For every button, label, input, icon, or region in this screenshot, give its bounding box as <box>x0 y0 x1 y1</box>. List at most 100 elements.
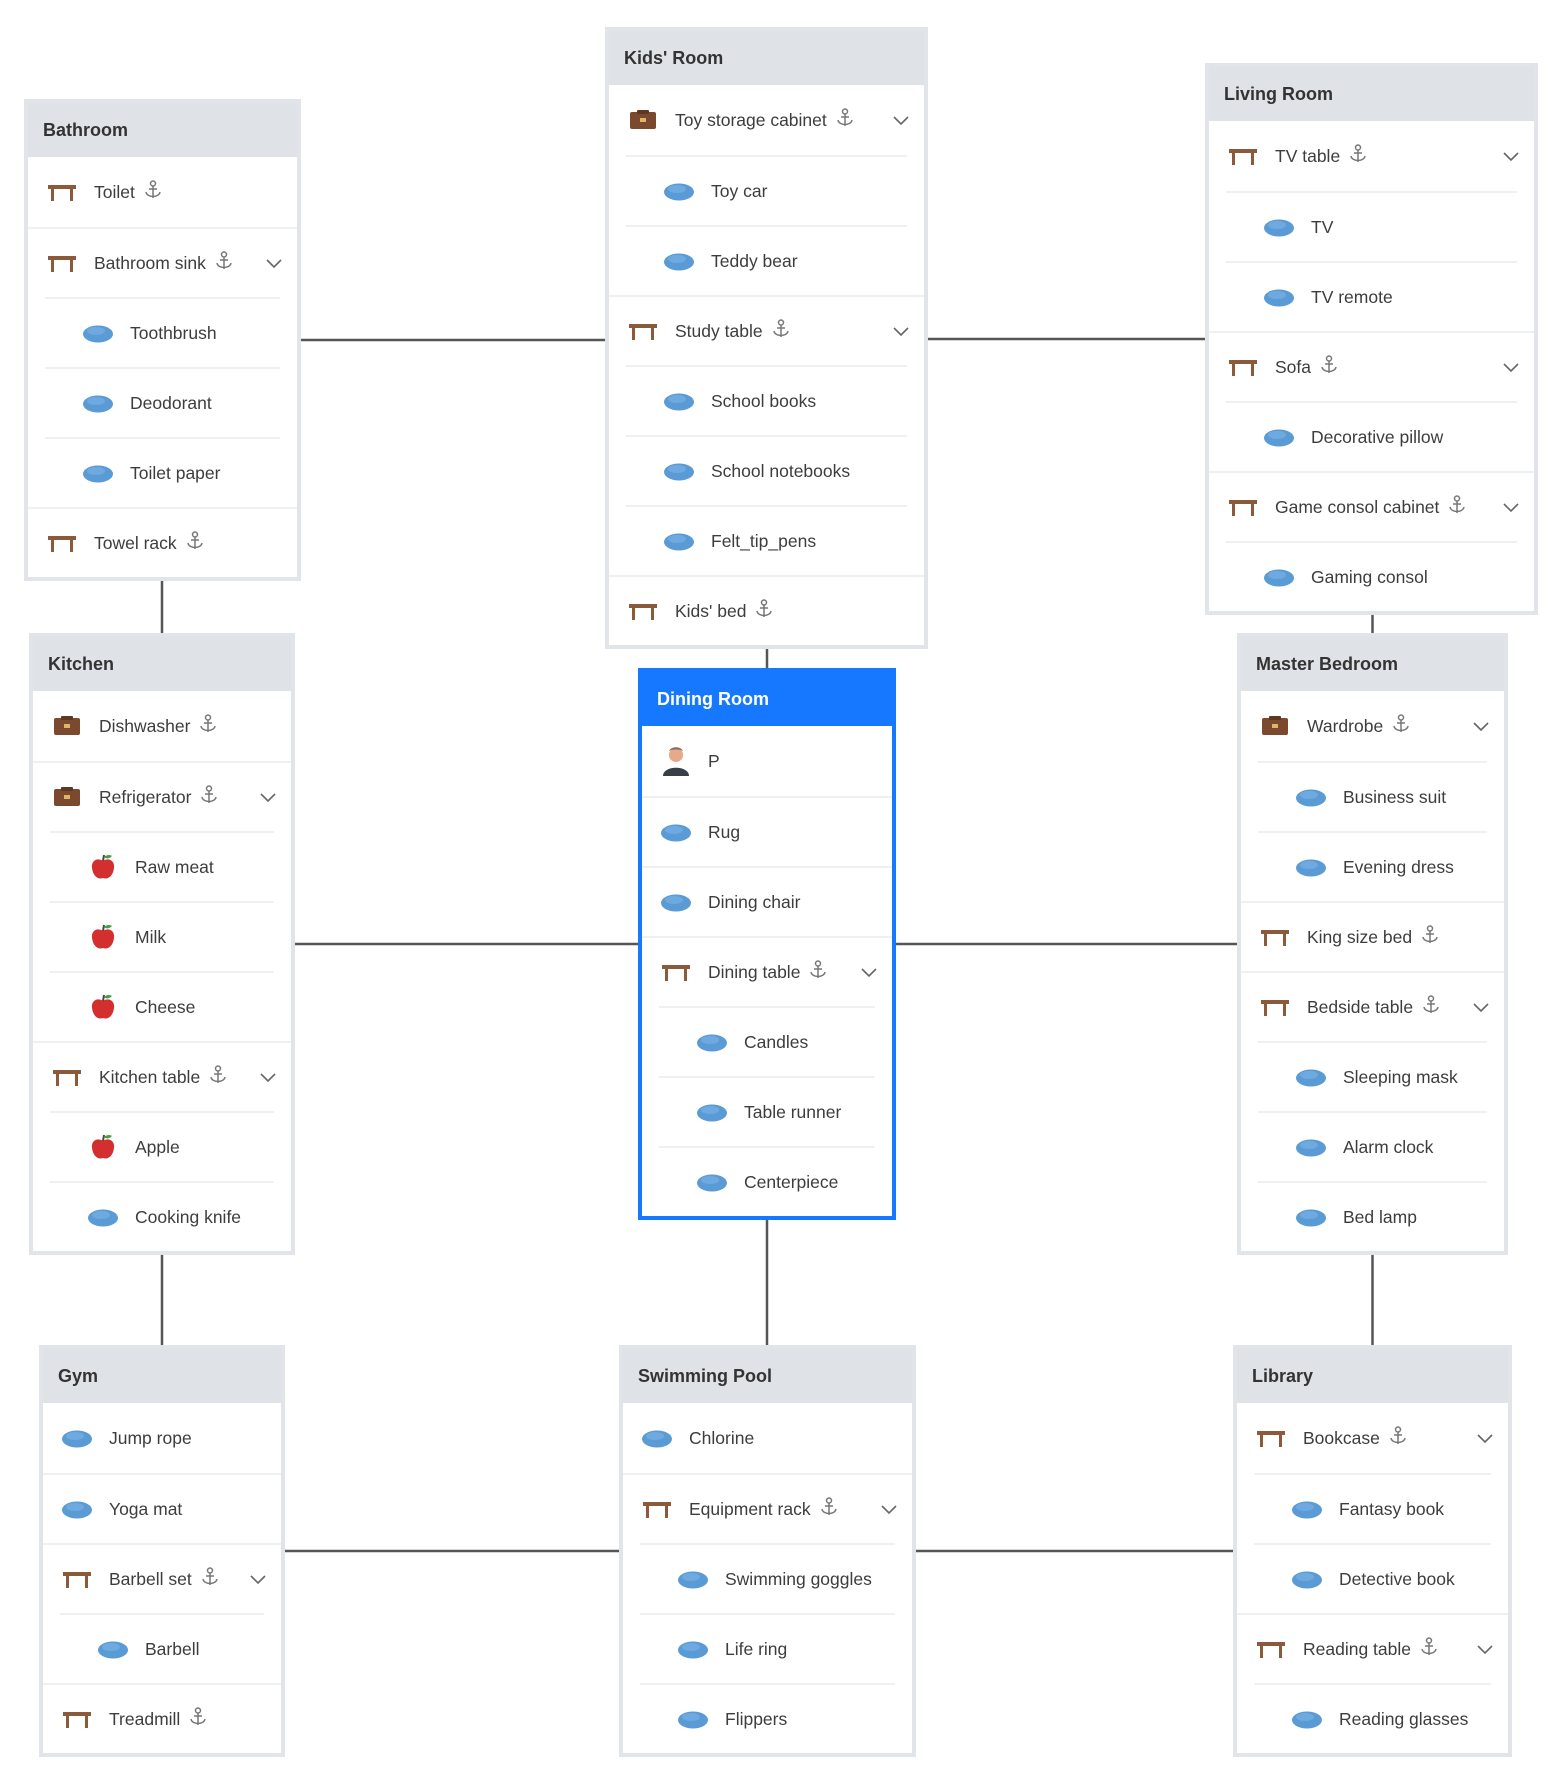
chevron-down-icon[interactable] <box>1472 997 1490 1018</box>
child-item-milk[interactable]: Milk <box>50 901 274 971</box>
item-rug[interactable]: Rug <box>642 796 892 866</box>
item-game-consol-cabinet[interactable]: Game consol cabinet <box>1209 471 1534 541</box>
child-item-apple[interactable]: Apple <box>50 1111 274 1181</box>
anchor-icon[interactable] <box>215 250 233 276</box>
anchor-icon[interactable] <box>1320 354 1338 380</box>
chevron-down-icon[interactable] <box>1502 146 1520 167</box>
item-tv-table[interactable]: TV table <box>1209 121 1534 191</box>
chevron-down-icon[interactable] <box>1476 1428 1494 1449</box>
anchor-icon[interactable] <box>1448 494 1466 520</box>
room-header[interactable]: Bathroom <box>28 103 297 157</box>
child-item-flippers[interactable]: Flippers <box>640 1683 895 1753</box>
item-bookcase[interactable]: Bookcase <box>1237 1403 1508 1473</box>
item-wardrobe[interactable]: Wardrobe <box>1241 691 1504 761</box>
chevron-down-icon[interactable] <box>1472 716 1490 737</box>
item-equipment-rack[interactable]: Equipment rack <box>623 1473 912 1543</box>
anchor-icon[interactable] <box>1422 994 1440 1020</box>
anchor-icon[interactable] <box>209 1064 227 1090</box>
room-header[interactable]: Kids' Room <box>609 31 924 85</box>
child-item-alarm-clock[interactable]: Alarm clock <box>1258 1111 1487 1181</box>
child-item-toothbrush[interactable]: Toothbrush <box>45 297 280 367</box>
item-refrigerator[interactable]: Refrigerator <box>33 761 291 831</box>
item-bedside-table[interactable]: Bedside table <box>1241 971 1504 1041</box>
item-sofa[interactable]: Sofa <box>1209 331 1534 401</box>
chevron-down-icon[interactable] <box>860 962 878 983</box>
anchor-icon[interactable] <box>201 1566 219 1592</box>
child-item-reading-glasses[interactable]: Reading glasses <box>1254 1683 1491 1753</box>
child-item-bed-lamp[interactable]: Bed lamp <box>1258 1181 1487 1251</box>
item-dining-table[interactable]: Dining table <box>642 936 892 1006</box>
item-jump-rope[interactable]: Jump rope <box>43 1403 281 1473</box>
child-item-candles[interactable]: Candles <box>659 1006 875 1076</box>
child-item-business-suit[interactable]: Business suit <box>1258 761 1487 831</box>
child-item-tv-remote[interactable]: TV remote <box>1226 261 1517 331</box>
item-kids-bed[interactable]: Kids' bed <box>609 575 924 645</box>
child-item-evening-dress[interactable]: Evening dress <box>1258 831 1487 901</box>
item-p[interactable]: P <box>642 726 892 796</box>
child-item-life-ring[interactable]: Life ring <box>640 1613 895 1683</box>
chevron-down-icon[interactable] <box>249 1569 267 1590</box>
child-item-gaming-consol[interactable]: Gaming consol <box>1226 541 1517 611</box>
room-header[interactable]: Library <box>1237 1349 1508 1403</box>
room-header[interactable]: Kitchen <box>33 637 291 691</box>
child-item-cooking-knife[interactable]: Cooking knife <box>50 1181 274 1251</box>
anchor-icon[interactable] <box>1420 1636 1438 1662</box>
anchor-icon[interactable] <box>836 107 854 133</box>
anchor-icon[interactable] <box>820 1496 838 1522</box>
chevron-down-icon[interactable] <box>892 321 910 342</box>
chevron-down-icon[interactable] <box>1502 357 1520 378</box>
room-header[interactable]: Living Room <box>1209 67 1534 121</box>
item-barbell-set[interactable]: Barbell set <box>43 1543 281 1613</box>
room-header[interactable]: Master Bedroom <box>1241 637 1504 691</box>
child-item-school-notebooks[interactable]: School notebooks <box>626 435 907 505</box>
chevron-down-icon[interactable] <box>1502 497 1520 518</box>
item-dining-chair[interactable]: Dining chair <box>642 866 892 936</box>
item-chlorine[interactable]: Chlorine <box>623 1403 912 1473</box>
item-treadmill[interactable]: Treadmill <box>43 1683 281 1753</box>
anchor-icon[interactable] <box>199 713 217 739</box>
anchor-icon[interactable] <box>755 598 773 624</box>
chevron-down-icon[interactable] <box>880 1499 898 1520</box>
chevron-down-icon[interactable] <box>1476 1639 1494 1660</box>
anchor-icon[interactable] <box>144 179 162 205</box>
child-item-decorative-pillow[interactable]: Decorative pillow <box>1226 401 1517 471</box>
child-item-tv[interactable]: TV <box>1226 191 1517 261</box>
item-toilet[interactable]: Toilet <box>28 157 297 227</box>
anchor-icon[interactable] <box>1349 143 1367 169</box>
child-item-cheese[interactable]: Cheese <box>50 971 274 1041</box>
child-item-centerpiece[interactable]: Centerpiece <box>659 1146 875 1216</box>
item-kitchen-table[interactable]: Kitchen table <box>33 1041 291 1111</box>
anchor-icon[interactable] <box>200 784 218 810</box>
child-item-barbell[interactable]: Barbell <box>60 1613 264 1683</box>
child-item-table-runner[interactable]: Table runner <box>659 1076 875 1146</box>
child-item-felt-tip-pens[interactable]: Felt_tip_pens <box>626 505 907 575</box>
chevron-down-icon[interactable] <box>259 787 277 808</box>
anchor-icon[interactable] <box>189 1706 207 1732</box>
chevron-down-icon[interactable] <box>259 1067 277 1088</box>
room-header[interactable]: Gym <box>43 1349 281 1403</box>
child-item-fantasy-book[interactable]: Fantasy book <box>1254 1473 1491 1543</box>
child-item-school-books[interactable]: School books <box>626 365 907 435</box>
room-header[interactable]: Swimming Pool <box>623 1349 912 1403</box>
item-towel-rack[interactable]: Towel rack <box>28 507 297 577</box>
anchor-icon[interactable] <box>186 530 204 556</box>
anchor-icon[interactable] <box>809 959 827 985</box>
room-header[interactable]: Dining Room <box>642 672 892 726</box>
anchor-icon[interactable] <box>1421 924 1439 950</box>
item-reading-table[interactable]: Reading table <box>1237 1613 1508 1683</box>
child-item-swimming-goggles[interactable]: Swimming goggles <box>640 1543 895 1613</box>
item-bathroom-sink[interactable]: Bathroom sink <box>28 227 297 297</box>
item-toy-storage-cabinet[interactable]: Toy storage cabinet <box>609 85 924 155</box>
item-king-size-bed[interactable]: King size bed <box>1241 901 1504 971</box>
anchor-icon[interactable] <box>772 318 790 344</box>
anchor-icon[interactable] <box>1389 1425 1407 1451</box>
child-item-toilet-paper[interactable]: Toilet paper <box>45 437 280 507</box>
item-yoga-mat[interactable]: Yoga mat <box>43 1473 281 1543</box>
